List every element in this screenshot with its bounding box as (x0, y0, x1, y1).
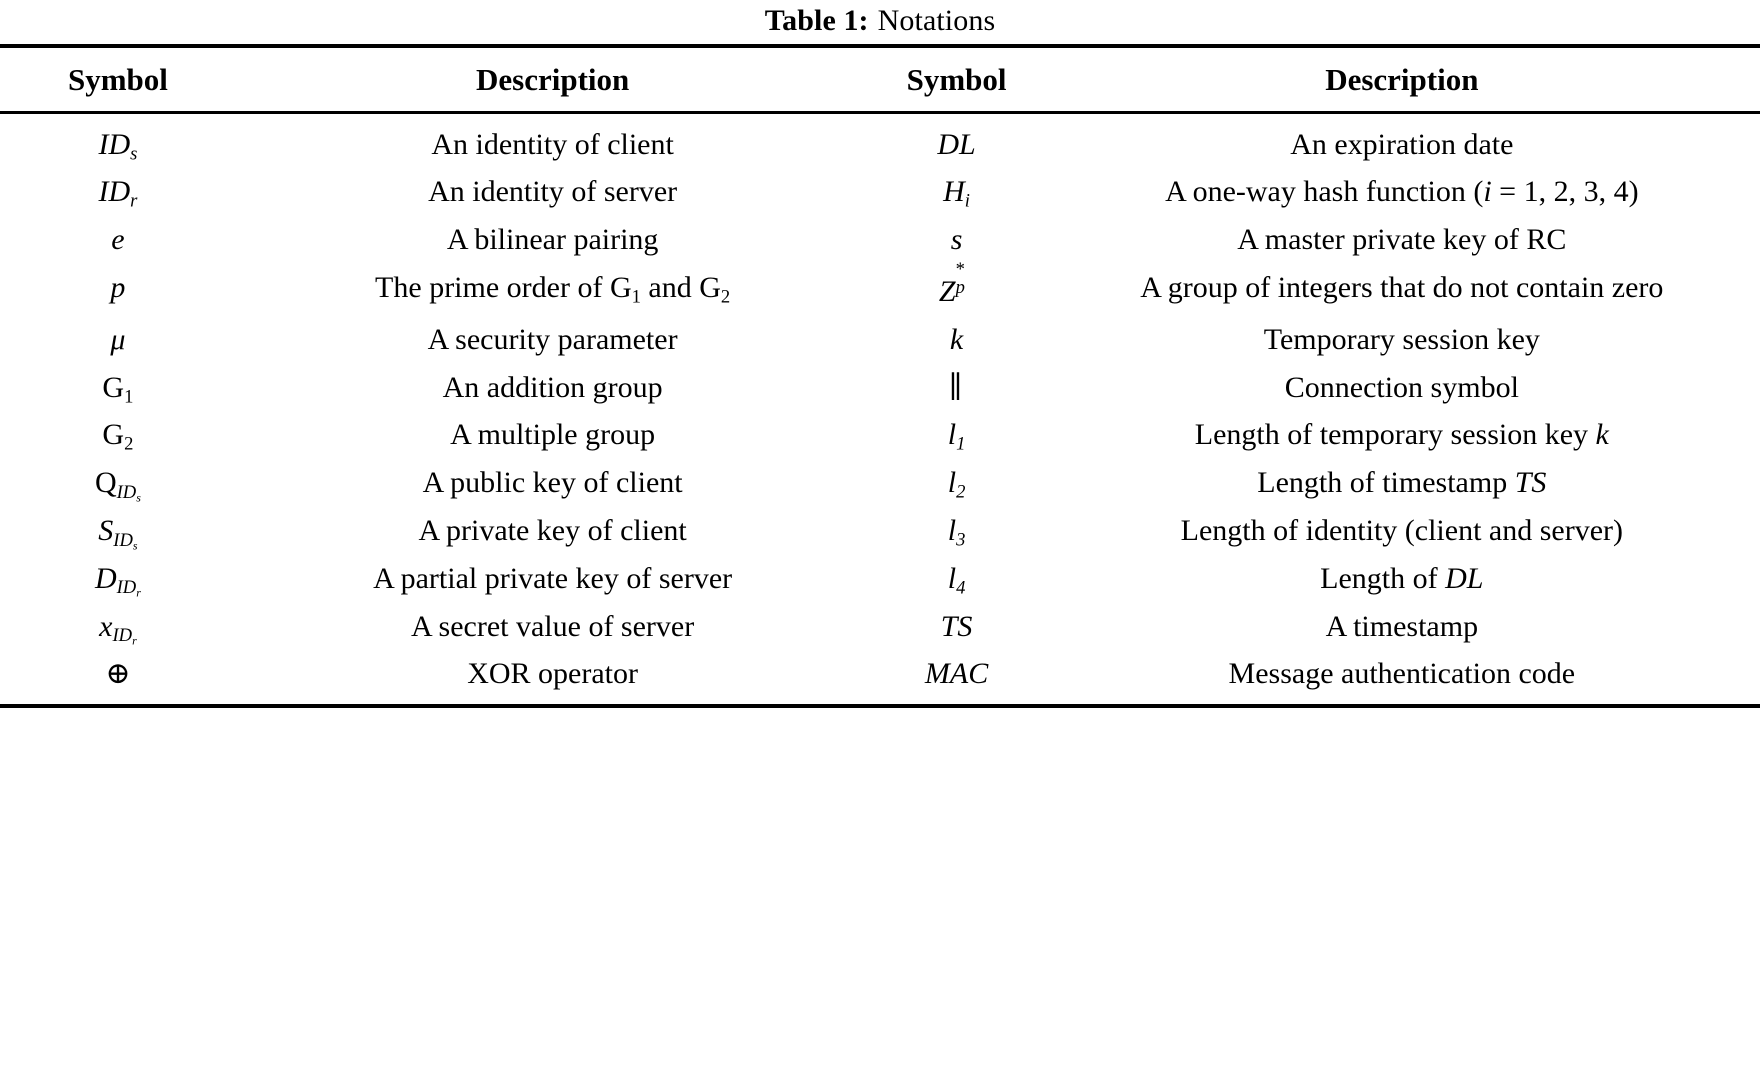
table-header: Symbol Description Symbol Description (0, 48, 1760, 114)
table-row: DIDr A partial private key of server l4 Len… (0, 555, 1760, 603)
description-left-cell: An identity of client (431, 127, 674, 161)
symbol-left-cell: QIDs (94, 466, 141, 505)
column-header-symbol-right: Symbol (869, 48, 1044, 114)
symbol-left-cell: μ (110, 322, 126, 356)
table-bottom-rule (0, 704, 1760, 709)
table-row: G2 A multiple group l1 Length of temporary … (0, 411, 1760, 459)
column-header-symbol-left: Symbol (0, 48, 236, 114)
notations-table: Symbol Description Symbol Description ID… (0, 48, 1760, 704)
caption-text: Notations (877, 4, 996, 37)
symbol-left-cell: SIDs (98, 513, 138, 553)
description-right-cell: Length of timestamp TS (1257, 466, 1547, 500)
symbol-left-cell: G2 (102, 418, 134, 455)
table-caption: Table 1:Notations (0, 0, 1760, 44)
table-body: IDs An identity of client DL An expiration … (0, 112, 1760, 704)
caption-label: Table 1: (764, 4, 869, 37)
table-row: G1 An addition group ∥ Connection symbol (0, 364, 1760, 412)
table-row: μ A security parameter k Temporary session … (0, 316, 1760, 364)
description-left-cell: A secret value of server (411, 609, 695, 643)
description-right-cell: Message authentication code (1228, 657, 1576, 691)
table-row: SIDs A private key of client l3 Length of i… (0, 507, 1760, 555)
column-header-description-right: Description (1043, 48, 1760, 114)
symbol-left-cell: e (111, 223, 125, 257)
symbol-left-cell: p (110, 270, 126, 304)
description-right-cell: Connection symbol (1284, 370, 1519, 404)
symbol-right-cell: l2 (947, 466, 966, 503)
description-left-cell: A multiple group (450, 418, 656, 452)
table-row: QIDs A public key of client l2 Length of ti… (0, 459, 1760, 507)
symbol-left-cell: G1 (102, 370, 134, 408)
symbol-left-cell: xIDr (99, 609, 137, 648)
table-row: ⊕ XOR operator MAC Message authentication c… (0, 650, 1760, 704)
symbol-right-cell: s (950, 223, 963, 257)
symbol-right-cell: Hi (943, 175, 970, 212)
table-row: IDr An identity of server Hi A one-way hash… (0, 168, 1760, 216)
description-left-cell: An addition group (442, 370, 663, 404)
description-left-cell: A private key of client (418, 513, 687, 547)
symbol-left-cell: IDr (98, 175, 138, 212)
description-left-cell: An identity of server (428, 175, 678, 209)
symbol-right-cell: ∥ (948, 370, 965, 404)
symbol-right-cell: l3 (947, 513, 966, 551)
description-left-cell: A security parameter (427, 322, 678, 356)
table-row: e A bilinear pairing s A master private key… (0, 216, 1760, 264)
symbol-right-cell: Z*p (938, 259, 965, 308)
description-right-cell: A group of integers that do not contain … (1140, 270, 1664, 304)
symbol-right-cell: TS (940, 609, 973, 643)
table-row: xIDr A secret value of server TS A timestam… (0, 603, 1760, 651)
symbol-left-cell: ⊕ (105, 657, 131, 691)
symbol-left-cell: IDs (98, 127, 138, 165)
description-right-cell: A timestamp (1325, 609, 1479, 643)
symbol-right-cell: l4 (947, 561, 966, 599)
symbol-right-cell: k (949, 322, 964, 356)
symbol-right-cell: MAC (924, 657, 989, 691)
symbol-right-cell: l1 (947, 418, 966, 455)
description-left-cell: The prime order of G1 and G2 (375, 270, 731, 308)
description-right-cell: An expiration date (1290, 127, 1514, 161)
header-row: Symbol Description Symbol Description (0, 48, 1760, 114)
description-right-cell: Temporary session key (1263, 322, 1540, 356)
description-left-cell: XOR operator (467, 657, 639, 691)
description-left-cell: A partial private key of server (373, 561, 733, 595)
table-top-rule (0, 44, 1760, 48)
description-right-cell: Length of DL (1320, 561, 1484, 595)
symbol-left-cell: DIDr (94, 561, 141, 600)
table-row: IDs An identity of client DL An expiration … (0, 112, 1760, 168)
description-left-cell: A public key of client (422, 466, 683, 500)
description-right-cell: A master private key of RC (1237, 223, 1567, 257)
description-left-cell: A bilinear pairing (446, 223, 659, 257)
table-row: p The prime order of G1 and G2 Z*p A group … (0, 259, 1760, 316)
column-header-description-left: Description (235, 48, 870, 114)
description-right-cell: A one-way hash function (i = 1, 2, 3, 4) (1165, 175, 1639, 209)
description-right-cell: Length of temporary session key k (1194, 418, 1609, 452)
description-right-cell: Length of identity (client and server) (1180, 513, 1623, 547)
symbol-right-cell: DL (937, 127, 976, 161)
